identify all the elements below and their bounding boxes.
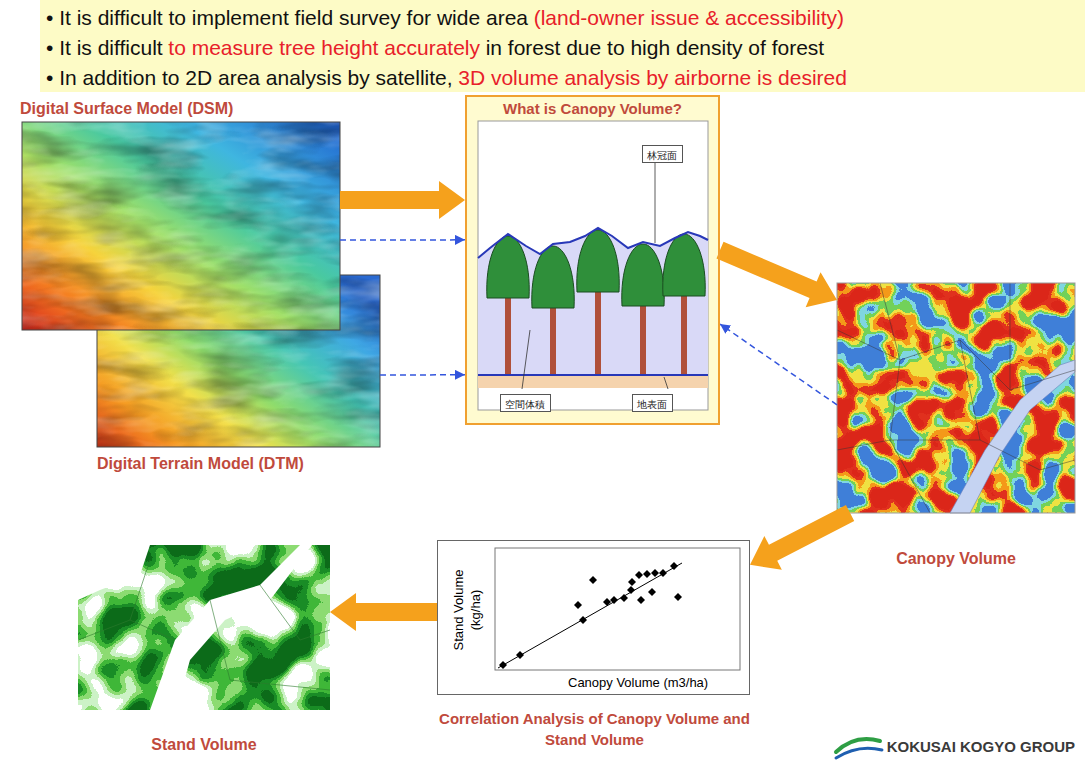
stand-volume-map — [150, 545, 312, 710]
stand-volume-map — [78, 545, 330, 710]
reference-arrow — [720, 324, 837, 405]
dsm-image — [22, 122, 340, 330]
statement-text: • It is difficult to implement field sur… — [46, 6, 528, 29]
text-holder: Canopy Volume (m3/ha) — [566, 674, 710, 691]
canopy-illustration — [655, 162, 656, 243]
text-holder: Stand Volume — [78, 735, 330, 754]
axis-title: Stand Volume (kg/ha) — [451, 570, 483, 651]
canopy-volume-map — [837, 283, 1075, 513]
flow-arrow — [716, 242, 837, 307]
canopy-illustration — [622, 244, 664, 306]
part-label: 空間体積 — [505, 399, 545, 410]
text-holder: Digital Surface Model (DSM) — [20, 99, 233, 118]
canopy-volume-map — [837, 283, 1075, 513]
canopy-illustration — [478, 374, 708, 376]
statement-text: in forest due to high density of forest — [486, 36, 825, 59]
part-label: 地表面 — [637, 399, 667, 410]
stand-volume-map — [78, 545, 330, 710]
company-logo-mark — [836, 748, 882, 758]
box-title: What is Canopy Volume? — [503, 100, 682, 117]
canopy-illustration — [550, 301, 556, 375]
canopy-illustration — [577, 230, 619, 292]
text-holder: Digital Terrain Model (DTM) — [97, 454, 304, 473]
dsm-image — [22, 122, 340, 330]
text-holder: 林冠面 — [647, 147, 678, 163]
image-panel: Digital Terrain Model (DTM) — [97, 275, 380, 447]
canopy-volume-map — [837, 283, 1075, 513]
image-panel: Digital Surface Model (DSM) — [22, 122, 340, 330]
canopy-illustration — [595, 285, 601, 375]
statement-text: • In addition to 2D area analysis by sat… — [46, 66, 453, 89]
text-holder: Canopy Volume — [837, 549, 1075, 568]
canopy-illustration — [478, 375, 708, 388]
dsm-image — [22, 122, 340, 330]
text-line: • It is difficult to implement field sur… — [46, 3, 1085, 33]
text-holder: Correlation Analysis of Canopy Volume an… — [427, 708, 762, 750]
canopy-illustration — [478, 121, 708, 410]
part-label-box: 林冠面 — [642, 145, 683, 163]
flow-arrow — [330, 593, 437, 631]
part-label-box: 地表面 — [632, 394, 673, 412]
axis-title: Canopy Volume (m3/ha) — [568, 675, 708, 690]
scatter-plot — [437, 540, 750, 695]
part-label-box: 空間体積 — [500, 394, 551, 412]
canopy-volume-map — [837, 283, 1075, 513]
canopy-illustration — [478, 228, 708, 375]
canopy-illustration — [478, 228, 708, 258]
highlight-text: to measure tree height accurately — [168, 36, 480, 59]
highlight-text: 3D volume analysis by airborne is desire… — [458, 66, 847, 89]
part-label: 林冠面 — [647, 150, 677, 161]
canopy-illustration — [465, 95, 720, 425]
scatter-plot — [498, 563, 682, 668]
reference-arrow — [340, 239, 465, 241]
canopy-illustration — [681, 289, 687, 375]
scatter-plot — [495, 548, 740, 670]
company-logo-mark — [836, 739, 882, 758]
panel-caption: Canopy Volume — [896, 550, 1016, 567]
flow-arrow — [340, 181, 465, 219]
label-holder: KOKUSAI KOGYO GROUP — [887, 738, 1075, 755]
scatter-plot — [499, 562, 682, 669]
reference-arrow — [380, 374, 465, 376]
text-holder: What is Canopy Volume? — [467, 100, 718, 118]
panel-heading: Digital Terrain Model (DTM) — [97, 455, 304, 472]
chart-panel: Stand Volume (kg/ha) Canopy Volume (m3/ha… — [437, 540, 750, 695]
flow-arrow — [750, 505, 854, 570]
dsm-image — [22, 122, 340, 330]
text-line: • It is difficultto measure tree height … — [46, 33, 1085, 63]
canopy-illustration — [532, 246, 574, 308]
panel-heading: Digital Surface Model (DSM) — [20, 100, 233, 117]
canopy-illustration — [505, 291, 511, 375]
canopy-illustration — [522, 330, 530, 389]
panel-caption: Correlation Analysis of Canopy Volume an… — [439, 710, 750, 748]
company-logo-text: KOKUSAI KOGYO GROUP — [887, 738, 1075, 755]
canopy-illustration — [664, 377, 668, 389]
panel-caption: Stand Volume — [151, 736, 257, 753]
canopy-illustration — [640, 299, 646, 375]
text-holder: 空間体積 — [505, 396, 546, 412]
text-line: • In addition to 2D area analysis by sat… — [46, 63, 1085, 93]
statement-band: • It is difficult to implement field sur… — [40, 0, 1085, 92]
statement-text: • It is difficult — [46, 36, 163, 59]
scatter-plot — [437, 540, 750, 695]
image-panel: Stand Volume — [78, 545, 330, 710]
canopy-illustration — [465, 95, 720, 425]
text-holder: Stand Volume (kg/ha) — [450, 565, 484, 655]
stand-volume-map — [78, 560, 330, 690]
dsm-image — [22, 122, 340, 330]
canopy-illustration — [663, 234, 705, 296]
highlight-text: (land-owner issue & accessibility) — [534, 6, 844, 29]
dsm-image — [22, 122, 340, 330]
text-holder: 地表面 — [637, 396, 668, 412]
concept-box: What is Canopy Volume? 林冠面空間体積 地表面 — [465, 95, 720, 425]
image-panel: Canopy Volume — [837, 283, 1075, 513]
